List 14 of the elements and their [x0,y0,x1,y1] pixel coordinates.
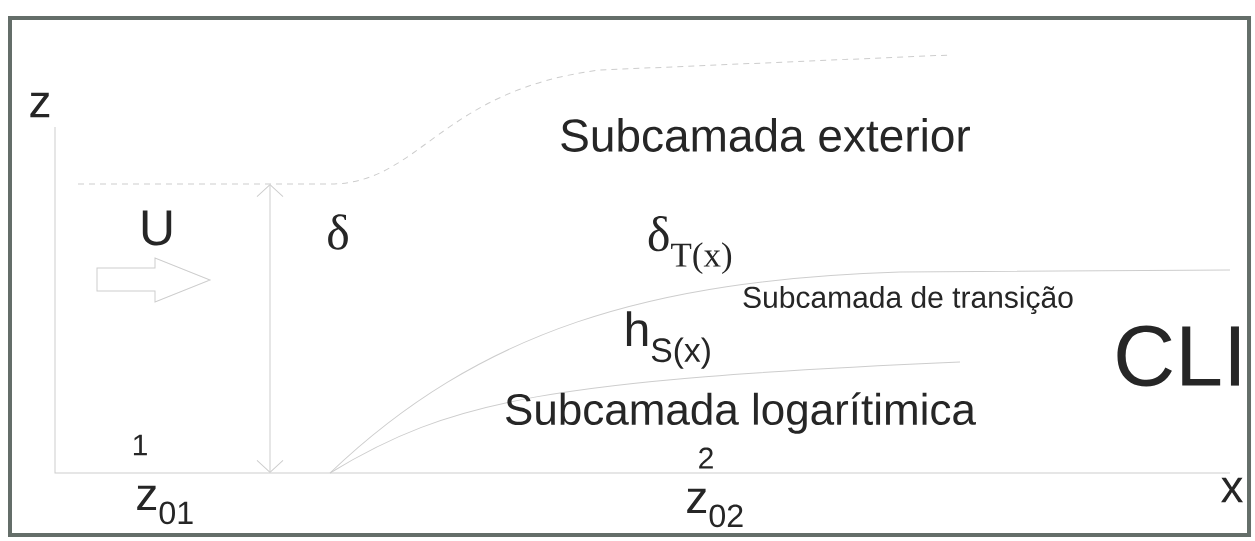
roughness-label: z$_{02}$ [687,488,743,528]
layer-label: Subcamada logarítimica [506,392,976,434]
region-label: CLI [1117,325,1239,387]
layer-label: Subcamada de transição [743,285,1073,315]
point-label: 2 [699,447,713,469]
point-label: 1 [133,434,147,456]
velocity-label: U [142,210,172,246]
axis-label: x [1221,477,1243,503]
symbol-label: h$_{S(x)}$ [626,311,710,369]
axis-label: z [30,92,50,118]
symbol-label: δ [328,214,348,250]
roughness-label: z$_{01}$ [137,485,193,525]
symbol-label: δ$_{T(x)}$ [648,215,732,275]
layer-label: Subcamada exterior [561,118,970,152]
